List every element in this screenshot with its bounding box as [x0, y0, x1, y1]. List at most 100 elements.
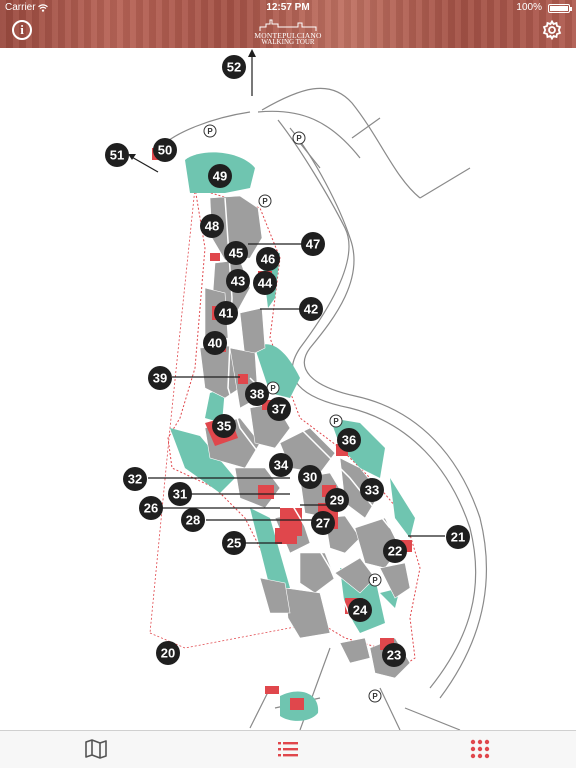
marker-circle[interactable]: [139, 496, 163, 520]
marker-circle[interactable]: [325, 488, 349, 512]
map-marker-52[interactable]: 52: [222, 55, 246, 79]
marker-circle[interactable]: [301, 232, 325, 256]
map-marker-47[interactable]: 47: [301, 232, 325, 256]
map-marker-44[interactable]: 44: [253, 271, 277, 295]
gear-icon[interactable]: [542, 20, 562, 40]
map-marker-32[interactable]: 32: [123, 467, 147, 491]
map-marker-25[interactable]: 25: [222, 531, 246, 555]
svg-text:P: P: [270, 384, 276, 393]
parking-sign: P: [203, 124, 217, 138]
arrow-north-icon: [248, 49, 256, 57]
map-marker-45[interactable]: 45: [224, 241, 248, 265]
status-time: 12:57 PM: [266, 2, 310, 13]
map-marker-49[interactable]: 49: [208, 164, 232, 188]
marker-label: 21: [451, 530, 465, 545]
marker-circle[interactable]: [269, 453, 293, 477]
marker-circle[interactable]: [383, 539, 407, 563]
marker-circle[interactable]: [256, 247, 280, 271]
marker-circle[interactable]: [360, 478, 384, 502]
marker-circle[interactable]: [253, 271, 277, 295]
map-marker-37[interactable]: 37: [267, 397, 291, 421]
marker-circle[interactable]: [214, 301, 238, 325]
marker-circle[interactable]: [226, 269, 250, 293]
svg-text:P: P: [372, 692, 378, 701]
map-marker-22[interactable]: 22: [383, 539, 407, 563]
map-marker-33[interactable]: 33: [360, 478, 384, 502]
map-marker-46[interactable]: 46: [256, 247, 280, 271]
marker-circle[interactable]: [123, 467, 147, 491]
marker-label: 49: [213, 169, 227, 184]
parking-sign: P: [292, 131, 306, 145]
marker-label: 50: [158, 143, 172, 158]
map-marker-29[interactable]: 29: [325, 488, 349, 512]
map-marker-23[interactable]: 23: [382, 643, 406, 667]
marker-circle[interactable]: [245, 382, 269, 406]
marker-label: 37: [272, 402, 286, 417]
marker-label: 24: [353, 603, 368, 618]
marker-circle[interactable]: [299, 297, 323, 321]
marker-label: 43: [231, 274, 245, 289]
logo-subtitle: WALKING TOUR: [261, 38, 315, 46]
tab-bar: [0, 730, 576, 768]
marker-circle[interactable]: [148, 366, 172, 390]
map-marker-30[interactable]: 30: [298, 465, 322, 489]
marker-circle[interactable]: [156, 641, 180, 665]
carrier-label: Carrier: [5, 2, 36, 13]
marker-circle[interactable]: [382, 643, 406, 667]
marker-circle[interactable]: [203, 331, 227, 355]
map-marker-21[interactable]: 21: [446, 525, 470, 549]
marker-label: 29: [330, 493, 344, 508]
marker-label: 23: [387, 648, 401, 663]
map-marker-31[interactable]: 31: [168, 482, 192, 506]
marker-circle[interactable]: [153, 138, 177, 162]
info-button[interactable]: i: [12, 20, 32, 40]
map-marker-38[interactable]: 38: [245, 382, 269, 406]
marker-circle[interactable]: [105, 143, 129, 167]
marker-circle[interactable]: [337, 428, 361, 452]
map-marker-36[interactable]: 36: [337, 428, 361, 452]
marker-label: 46: [261, 252, 275, 267]
marker-circle[interactable]: [181, 508, 205, 532]
map-marker-20[interactable]: 20: [156, 641, 180, 665]
map-marker-39[interactable]: 39: [148, 366, 172, 390]
app-header: Carrier 12:57 PM 100% i MONTEPULCIANO WA…: [0, 0, 576, 48]
map-marker-26[interactable]: 26: [139, 496, 163, 520]
grid-icon[interactable]: [468, 737, 492, 761]
map-marker-35[interactable]: 35: [212, 414, 236, 438]
marker-label: 33: [365, 483, 379, 498]
marker-label: 30: [303, 470, 317, 485]
marker-circle[interactable]: [267, 397, 291, 421]
map-icon[interactable]: [84, 737, 108, 761]
map-marker-28[interactable]: 28: [181, 508, 205, 532]
marker-circle[interactable]: [168, 482, 192, 506]
list-icon[interactable]: [276, 737, 300, 761]
map-marker-48[interactable]: 48: [200, 214, 224, 238]
marker-label: 26: [144, 501, 158, 516]
marker-circle[interactable]: [224, 241, 248, 265]
marker-circle[interactable]: [446, 525, 470, 549]
marker-circle[interactable]: [212, 414, 236, 438]
marker-label: 38: [250, 387, 264, 402]
map-marker-43[interactable]: 43: [226, 269, 250, 293]
marker-circle[interactable]: [222, 531, 246, 555]
marker-circle[interactable]: [298, 465, 322, 489]
map-marker-50[interactable]: 50: [153, 138, 177, 162]
parking-sign: P: [368, 689, 382, 703]
wifi-icon: [38, 4, 48, 12]
map-marker-42[interactable]: 42: [299, 297, 323, 321]
marker-circle[interactable]: [222, 55, 246, 79]
map-marker-41[interactable]: 41: [214, 301, 238, 325]
marker-circle[interactable]: [348, 598, 372, 622]
marker-circle[interactable]: [311, 511, 335, 535]
info-icon: i: [20, 22, 24, 37]
map-marker-24[interactable]: 24: [348, 598, 372, 622]
marker-label: 20: [161, 646, 175, 661]
map-marker-34[interactable]: 34: [269, 453, 293, 477]
map-marker-27[interactable]: 27: [311, 511, 335, 535]
map-marker-51[interactable]: 51: [105, 143, 129, 167]
marker-circle[interactable]: [200, 214, 224, 238]
map-marker-40[interactable]: 40: [203, 331, 227, 355]
marker-circle[interactable]: [208, 164, 232, 188]
